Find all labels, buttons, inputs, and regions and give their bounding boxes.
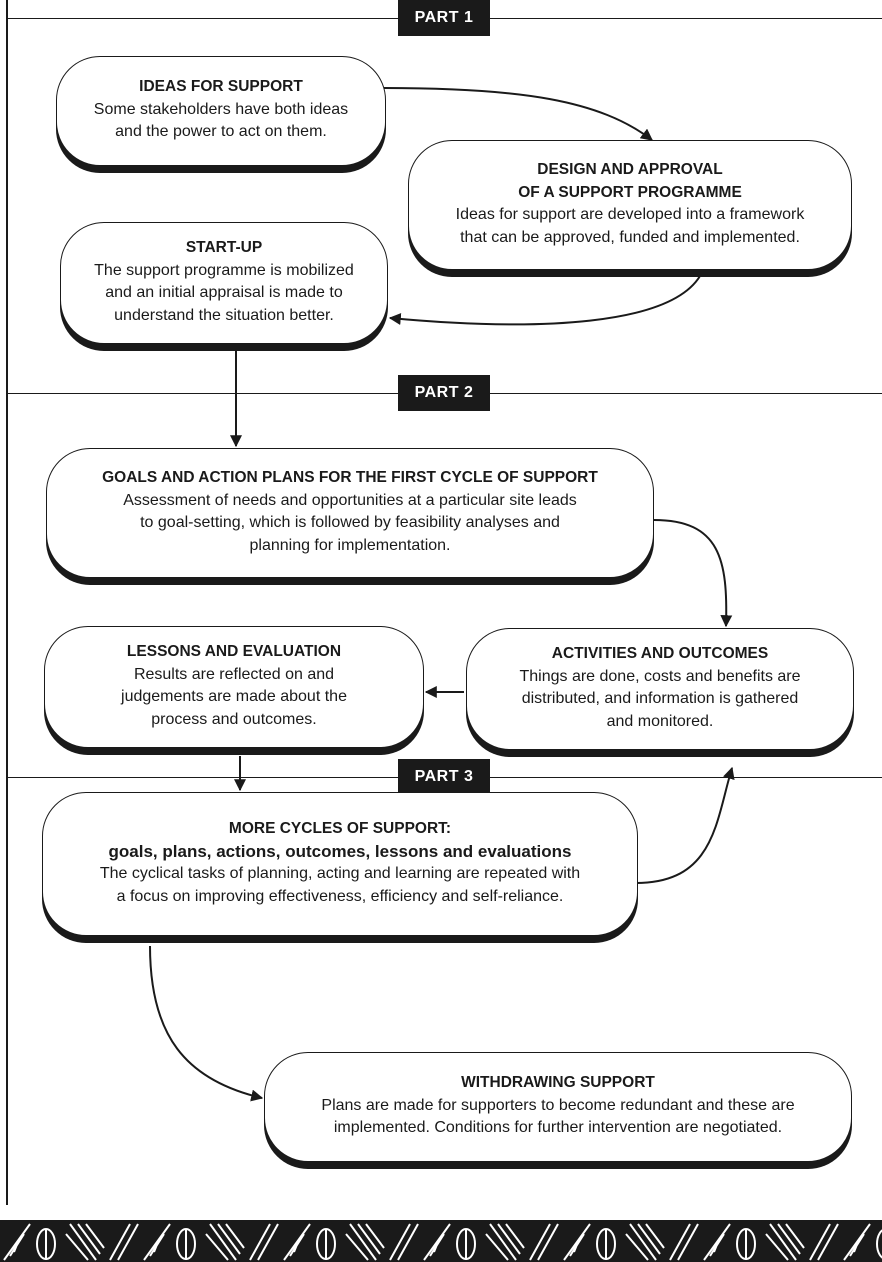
activities-outcomes-box: ACTIVITIES AND OUTCOMES Things are done,…: [466, 628, 854, 750]
goals-title: GOALS AND ACTION PLANS FOR THE FIRST CYC…: [102, 469, 598, 486]
startup-title: START-UP: [185, 239, 263, 256]
withdrawing-support-box: WITHDRAWING SUPPORT Plans are made for s…: [264, 1052, 852, 1162]
design-approval-box: DESIGN AND APPROVAL OF A SUPPORT PROGRAM…: [408, 140, 852, 270]
goals-line-1: Assessment of needs and opportunities at…: [123, 491, 577, 509]
startup-line-1: The support programme is mobilized: [94, 261, 354, 279]
more-cycles-box: MORE CYCLES OF SUPPORT: goals, plans, ac…: [42, 792, 638, 936]
cycles-line-2: a focus on improving effectiveness, effi…: [116, 887, 564, 905]
goals-line-3: planning for implementation.: [249, 536, 451, 554]
activities-line-2: distributed, and information is gathered: [521, 690, 799, 707]
lessons-line-1: Results are reflected on and: [133, 665, 335, 683]
ideas-line-2: and the power to act on them.: [115, 123, 327, 141]
arrow-design-to-startup: [388, 275, 701, 326]
lessons-evaluation-box: LESSONS AND EVALUATION Results are refle…: [44, 626, 424, 748]
leaf-pattern-icon: [3, 1223, 882, 1261]
lessons-title: LESSONS AND EVALUATION: [126, 643, 342, 660]
withdrawing-line-2: implemented. Conditions for further inte…: [333, 1119, 783, 1137]
design-line-2: that can be approved, funded and impleme…: [460, 228, 800, 246]
goals-action-plans-box: GOALS AND ACTION PLANS FOR THE FIRST CYC…: [46, 448, 654, 578]
lessons-line-3: process and outcomes.: [151, 710, 317, 728]
arrow-cycles-to-activities: [635, 766, 735, 884]
startup-line-2: and an initial appraisal is made to: [105, 284, 343, 301]
cycles-title: MORE CYCLES OF SUPPORT:: [228, 820, 452, 837]
ideas-for-support-box: IDEAS FOR SUPPORT Some stakeholders have…: [56, 56, 386, 166]
goals-line-2: to goal-setting, which is followed by fe…: [140, 514, 560, 531]
part3-label: PART 3: [398, 759, 490, 795]
ideas-title: IDEAS FOR SUPPORT: [139, 78, 303, 96]
design-title-1: DESIGN AND APPROVAL: [537, 161, 723, 178]
design-line-1: Ideas for support are developed into a f…: [455, 206, 805, 223]
lessons-line-2: judgements are made about the: [121, 688, 347, 705]
startup-line-3: understand the situation better.: [114, 306, 334, 324]
activities-line-1: Things are done, costs and benefits are: [519, 667, 801, 685]
arrow-goals-to-activities: [653, 519, 733, 628]
withdrawing-line-1: Plans are made for supporters to become …: [321, 1096, 795, 1114]
design-title-2: OF A SUPPORT PROGRAMME: [518, 183, 742, 201]
start-up-box: START-UP The support programme is mobili…: [60, 222, 388, 344]
part2-label: PART 2: [398, 375, 490, 411]
arrow-cycles-to-withdrawing: [149, 945, 264, 1102]
decorative-footer-band: [0, 1220, 882, 1262]
activities-line-3: and monitored.: [606, 712, 714, 730]
left-frame-line: [6, 0, 8, 1205]
cycles-line-1: The cyclical tasks of planning, acting a…: [99, 865, 581, 882]
activities-title: ACTIVITIES AND OUTCOMES: [551, 645, 769, 662]
part1-label: PART 1: [398, 0, 490, 36]
arrow-ideas-to-design: [383, 87, 653, 141]
ideas-line-1: Some stakeholders have both ideas: [93, 100, 349, 118]
cycles-subtitle: goals, plans, actions, outcomes, lessons…: [108, 841, 572, 861]
withdrawing-title: WITHDRAWING SUPPORT: [461, 1074, 655, 1092]
